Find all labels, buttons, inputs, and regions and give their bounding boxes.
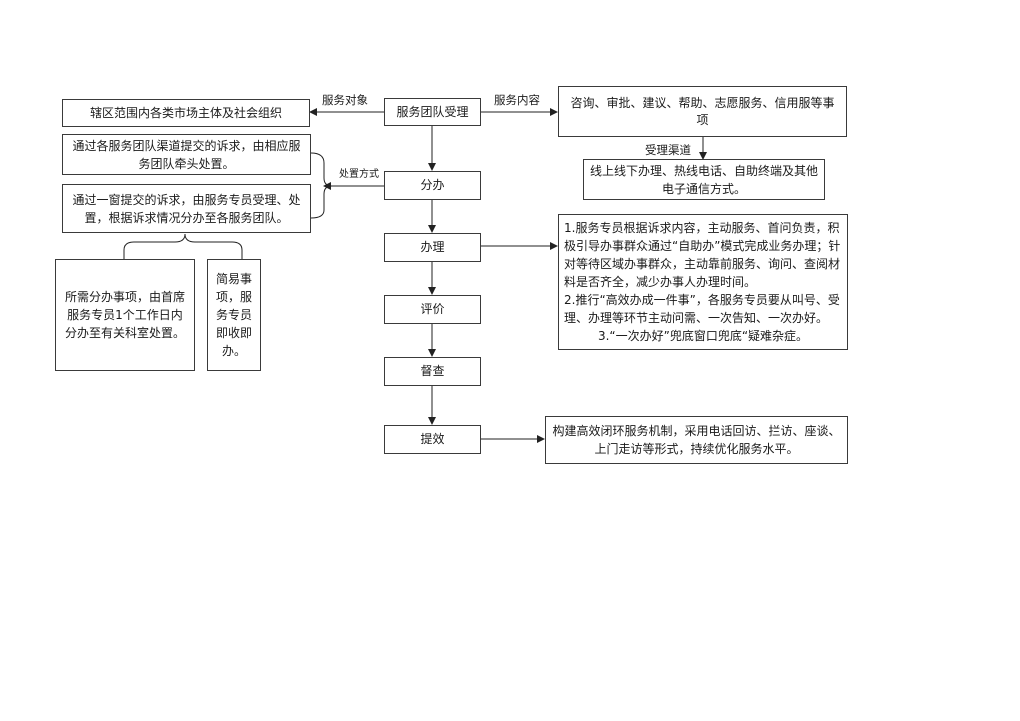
node-service-team: 服务团队受理 (384, 98, 481, 126)
handle-detail-3: 3.“一次办好”兜底窗口兜底“疑难杂症。 (597, 329, 809, 343)
node-need-dispatch: 所需分办事项，由首席服务专员1个工作日内分办至有关科室处置。 (55, 259, 195, 371)
brace-handling-method (310, 152, 333, 219)
brace-one-window (123, 233, 243, 259)
node-service-content: 咨询、审批、建议、帮助、志愿服务、信用服等事项 (558, 86, 847, 137)
node-service-channels: 线上线下办理、热线电话、自助终端及其他电子通信方式。 (583, 159, 825, 200)
node-handle: 办理 (384, 233, 481, 262)
node-one-window: 通过一窗提交的诉求，由服务专员受理、处置，根据诉求情况分办至各服务团队。 (62, 184, 311, 233)
node-dispatch: 分办 (384, 171, 481, 200)
node-channel-team: 通过各服务团队渠道提交的诉求，由相应服务团队牵头处置。 (62, 134, 311, 175)
label-acceptance-channel: 受理渠道 (645, 143, 691, 157)
label-service-target: 服务对象 (322, 93, 368, 107)
node-service-scope: 辖区范围内各类市场主体及社会组织 (62, 99, 310, 127)
handle-detail-2: 2.推行“高效办成一件事”，各服务专员要从叫号、受理、办理等环节主动问需、一次告… (564, 293, 840, 325)
node-supervise: 督查 (384, 357, 481, 386)
label-service-content: 服务内容 (494, 93, 540, 107)
node-improve: 提效 (384, 425, 481, 454)
node-evaluate: 评价 (384, 295, 481, 324)
label-handling-method: 处置方式 (339, 169, 379, 180)
node-simple-items: 简易事项，服务专员即收即办。 (207, 259, 261, 371)
handle-detail-1: 1.服务专员根据诉求内容，主动服务、首问负责，积极引导办事群众通过“自助办”模式… (564, 221, 841, 289)
node-improve-detail: 构建高效闭环服务机制，采用电话回访、拦访、座谈、上门走访等形式，持续优化服务水平… (545, 416, 848, 464)
node-handle-detail: 1.服务专员根据诉求内容，主动服务、首问负责，积极引导办事群众通过“自助办”模式… (558, 214, 848, 350)
